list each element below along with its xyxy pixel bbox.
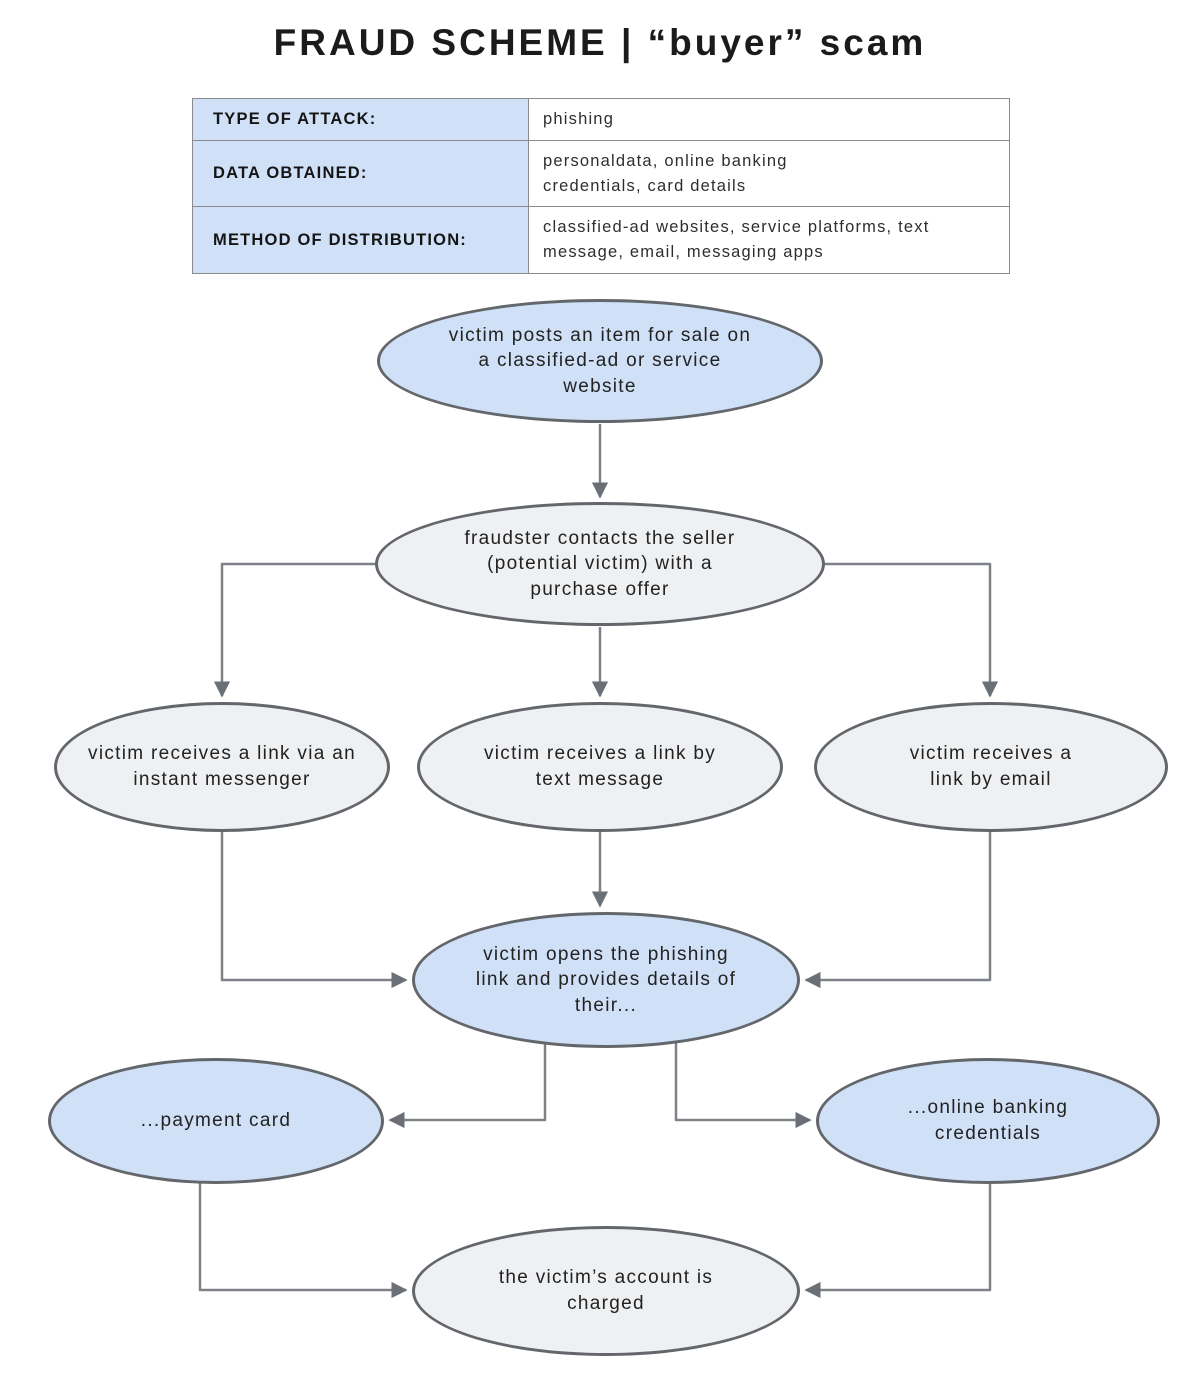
row-value-data-obtained: personaldata, online banking credentials… [543, 151, 788, 195]
node-account-charged: the victim’s account is charged [412, 1226, 800, 1356]
edge-opens-to-card [388, 1036, 547, 1129]
node-label: victim opens the phishing link and provi… [475, 943, 737, 1016]
edge-contact-to-messenger [213, 562, 380, 698]
node-online-banking-credentials: ...online banking credentials [816, 1058, 1160, 1184]
node-label: the victim’s account is charged [498, 1267, 714, 1314]
edge-messenger-to-opens [220, 830, 408, 989]
node-posts-item: victim posts an item for sale on a class… [377, 299, 823, 423]
edge-card-to-charged [198, 1180, 408, 1299]
node-fraudster-contact: fraudster contacts the seller (potential… [375, 502, 825, 626]
row-label-method-of-distribution: METHOD OF DISTRIBUTION: [193, 207, 529, 273]
node-label: victim receives a link via an instant me… [88, 743, 356, 790]
row-value-type-of-attack: phishing [543, 110, 615, 128]
attack-info-table: TYPE OF ATTACK: phishing DATA OBTAINED: … [192, 98, 1010, 274]
edge-email-to-opens [804, 830, 992, 989]
node-payment-card: ...payment card [48, 1058, 384, 1184]
table-row: DATA OBTAINED: personaldata, online bank… [193, 140, 1009, 208]
node-label: victim posts an item for sale on a class… [448, 324, 752, 397]
node-label: victim receives a link by text message [483, 743, 717, 790]
node-link-instant-messenger: victim receives a link via an instant me… [54, 702, 390, 832]
node-label: ...online banking credentials [907, 1097, 1069, 1144]
node-label: ...payment card [140, 1110, 292, 1132]
page-title: FRAUD SCHEME | “buyer” scam [273, 22, 927, 63]
table-row: TYPE OF ATTACK: phishing [193, 99, 1009, 141]
node-link-text-message: victim receives a link by text message [417, 702, 783, 832]
node-link-email: victim receives a link by email [814, 702, 1168, 832]
node-label: fraudster contacts the seller (potential… [464, 527, 736, 600]
edge-banking-to-charged [804, 1180, 992, 1299]
node-opens-phishing-link: victim opens the phishing link and provi… [412, 912, 800, 1048]
row-label-type-of-attack: TYPE OF ATTACK: [193, 99, 529, 140]
node-label: victim receives a link by email [909, 743, 1073, 790]
table-row: METHOD OF DISTRIBUTION: classified-ad we… [193, 207, 1009, 274]
row-value-method-of-distribution: classified-ad websites, service platform… [543, 218, 930, 261]
edge-contact-to-email [820, 562, 999, 698]
row-label-data-obtained: DATA OBTAINED: [193, 140, 529, 207]
edge-opens-to-banking [674, 1036, 812, 1129]
